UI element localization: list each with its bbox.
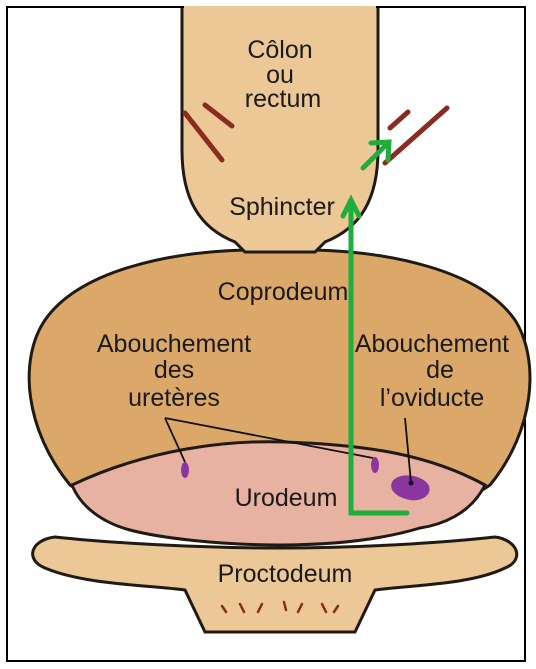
ureters-label-line1: Abouchement	[97, 330, 251, 358]
colon-label-line3: rectum	[245, 85, 321, 113]
ureter-orifice-left	[181, 462, 189, 478]
ureter-orifice-right	[371, 457, 379, 473]
colon-label-line1: Côlon	[247, 36, 312, 64]
urodeum-label: Urodeum	[235, 484, 338, 512]
oviduct-label-line1: Abouchement	[355, 330, 509, 358]
oviduct-label-line2: de	[426, 356, 454, 384]
oviduct-label-line3: l’oviducte	[380, 384, 484, 412]
proctodeum-label: Proctodeum	[218, 560, 353, 588]
coprodeum-label: Coprodeum	[218, 278, 349, 306]
ureters-label-line3: uretères	[128, 384, 220, 412]
ureters-label-line2: des	[154, 356, 194, 384]
sphincter-label: Sphincter	[229, 193, 335, 221]
